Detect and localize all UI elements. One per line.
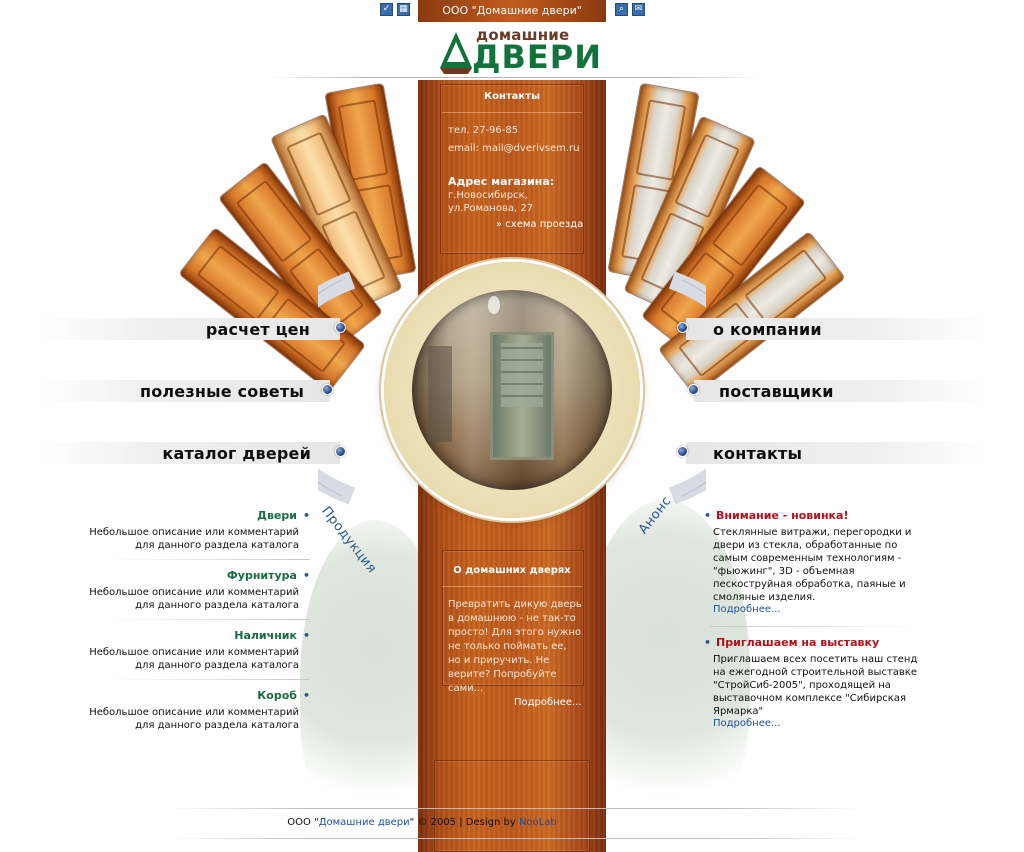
footer-company-link[interactable]: Домашние двери [318,817,410,828]
footer-designer-link[interactable]: NooLab [518,817,557,828]
catalog-item-desc-line2: для данного раздела каталога [135,720,299,731]
contacts-phone: тел. 27-96-85 [448,125,519,136]
catalog-item-desc-line1: Небольшое описание или комментарий [89,587,299,598]
footer-divider-top [170,808,860,809]
bullet-icon: • [302,689,310,702]
menu-band-left-2 [40,380,330,402]
bullet-icon: • [302,629,310,642]
top-icons-right: ⌕ ✉ [615,3,645,16]
catalog-item-desc-line2: для данного раздела каталога [135,600,299,611]
contacts-divider [442,112,582,113]
about-title: О домашних дверях [453,565,571,576]
menu-dot-left-3 [335,446,346,457]
menu-dot-right-1 [677,322,688,333]
menu-band-right-3 [686,442,986,464]
menu-band-left-1 [40,318,340,340]
footer-divider-bottom [170,838,860,839]
news-text: Стеклянные витражи, перегородки и двери … [713,527,912,603]
catalog-item-title[interactable]: Короб [257,689,297,702]
catalog-item-desc-line1: Небольшое описание или комментарий [89,647,299,658]
catalog-item-hardware[interactable]: Фурнитура • Небольшое описание или коммен… [80,569,310,612]
company-name-tab: ООО "Домашние двери" [418,0,606,22]
bullet-icon: • [302,569,310,582]
bullet-icon: • [704,509,712,522]
grid-icon[interactable]: ▦ [397,3,410,16]
menu-suppliers[interactable]: поставщики [719,382,834,401]
contacts-email[interactable]: email: mail@dverivsem.ru [448,143,580,154]
catalog-item-doors[interactable]: Двери • Небольшое описание или комментари… [80,509,310,552]
menu-dot-right-3 [677,446,688,457]
menu-dot-right-2 [688,384,699,395]
bullet-icon: • [704,636,712,649]
footer-prefix: ООО " [287,817,319,828]
catalog-divider [110,619,310,620]
checkbox-icon[interactable]: ✓ [380,3,393,16]
catalog-item-desc-line1: Небольшое описание или комментарий [89,527,299,538]
interior-photo [412,290,612,490]
header-divider [270,77,760,78]
catalog-item-title[interactable]: Наличник [234,629,297,642]
news-more-link[interactable]: Подробнее... [713,604,781,615]
mail-icon[interactable]: ✉ [632,3,645,16]
catalog-divider [110,559,310,560]
contacts-address-line1: г.Новосибирск, [448,190,528,201]
tree-right-background [580,500,750,840]
catalog-item-casing[interactable]: Наличник • Небольшое описание или коммент… [80,629,310,672]
menu-price-calc[interactable]: расчет цен [205,320,310,339]
menu-door-catalog[interactable]: каталог дверей [162,444,311,463]
top-icons-left: ✓ ▦ [380,3,410,16]
contacts-address-line2: ул.Романова, 27 [448,203,534,214]
photo-lamp [488,296,500,314]
contacts-title: Контакты [483,91,541,102]
footer-middle: " © 2005 | Design by [409,817,519,828]
menu-contacts[interactable]: контакты [713,444,803,463]
site-logo[interactable]: домашние ДВЕРИ [438,24,601,80]
catalog-item-title[interactable]: Фурнитура [226,569,297,582]
news-title[interactable]: Приглашаем на выставку [716,636,880,649]
logo-big-text: ДВЕРИ [472,38,602,76]
catalog-divider [110,679,310,680]
news-item-new: • Внимание - новинка! Стеклянные витражи,… [704,509,918,615]
about-text: Превратить дикую дверь в домашнюю - не т… [448,599,582,694]
catalog-item-desc-line2: для данного раздела каталога [135,660,299,671]
wood-panel-inset-top [440,84,584,254]
search-icon[interactable]: ⌕ [615,3,628,16]
catalog-item-desc-line2: для данного раздела каталога [135,540,299,551]
menu-band-right-2 [694,380,986,402]
map-link[interactable]: » схема проезда [496,219,584,230]
top-strip: ✓ ▦ ООО "Домашние двери" ⌕ ✉ [0,0,1024,24]
wood-panel-inset-about [442,550,584,686]
bullet-icon: • [302,509,310,522]
news-title[interactable]: Внимание - новинка! [716,509,849,522]
about-divider [442,586,582,587]
menu-about-company[interactable]: о компании [713,320,822,339]
news-item-exhibition: • Приглашаем на выставку Приглашаем всех … [704,636,918,729]
photo-door [490,332,554,460]
news-text: Приглашаем всех посетить наш стенд на еж… [713,654,918,717]
menu-band-right-1 [686,318,986,340]
menu-dot-left-1 [335,322,346,333]
menu-useful-tips[interactable]: полезные советы [139,382,304,401]
menu-band-left-3 [40,442,340,464]
logo-small-text: домашние [476,26,570,44]
footer-copyright: ООО "Домашние двери" © 2005 | Design by … [200,817,644,828]
news-more-link[interactable]: Подробнее... [713,718,781,729]
door-logo-icon [440,32,472,74]
photo-shelf [428,346,452,442]
catalog-item-frame[interactable]: Короб • Небольшое описание или комментари… [80,689,310,732]
menu-dot-left-2 [322,384,333,395]
contacts-address-label: Адрес магазина: [448,175,555,188]
about-more-link[interactable]: Подробнее... [514,697,582,708]
catalog-item-desc-line1: Небольшое описание или комментарий [89,707,299,718]
catalog-item-title[interactable]: Двери [257,509,297,522]
news-divider [710,626,914,627]
